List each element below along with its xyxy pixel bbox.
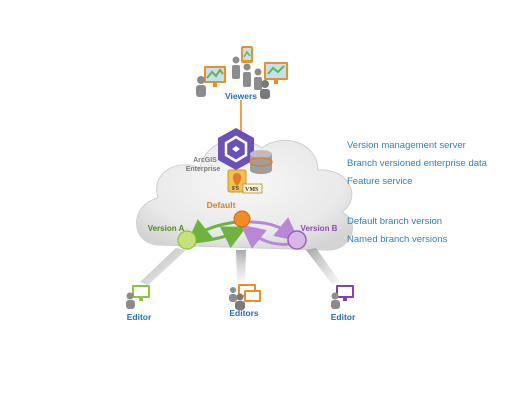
enterprise-label-line1: ArcGIS (193, 157, 217, 164)
legend-named-branch-versions: Named branch versions (347, 234, 448, 245)
viewers-label: Viewers (225, 91, 257, 101)
arrow-default-to-version-a (186, 219, 237, 244)
editor-green-monitor-icon (126, 285, 150, 309)
arrow-version-b-to-default (240, 224, 291, 249)
version-a-label: Version A (148, 224, 185, 233)
editors-orange-monitor-icon (229, 284, 261, 310)
enterprise-label-line2: Enterprise (186, 166, 221, 173)
legend-feature-service: Feature service (347, 176, 413, 187)
editors-center-label: Editors (229, 308, 259, 318)
database-cylinder-icon (249, 150, 273, 174)
arrow-version-a-to-default (193, 226, 247, 249)
legend-default-branch-version: Default branch version (347, 216, 443, 227)
editor-left-label: Editor (127, 312, 152, 322)
feature-service-icon: FS (227, 169, 247, 193)
viewers-group-icon (196, 46, 288, 99)
legend-branch-versioned-data: Branch versioned enterprise data (347, 158, 487, 169)
version-a-node (177, 230, 197, 250)
version-b-label: Version B (301, 224, 338, 233)
editor-right-beam (306, 248, 340, 284)
vms-badge: VMS (242, 183, 263, 194)
vms-badge-label: VMS (245, 187, 259, 193)
fs-badge: FS (232, 186, 240, 192)
default-branch-node (233, 210, 251, 228)
arrow-default-to-version-b (249, 217, 300, 242)
editor-right-label: Editor (331, 312, 356, 322)
editors-center-beam (236, 250, 246, 282)
default-label: Default (207, 200, 236, 210)
version-b-node (287, 230, 307, 250)
legend-version-management-server: Version management server (347, 140, 466, 151)
editor-purple-monitor-icon (331, 285, 354, 309)
editor-left-beam (140, 248, 186, 285)
arcgis-enterprise-hexagon-icon (218, 128, 254, 170)
